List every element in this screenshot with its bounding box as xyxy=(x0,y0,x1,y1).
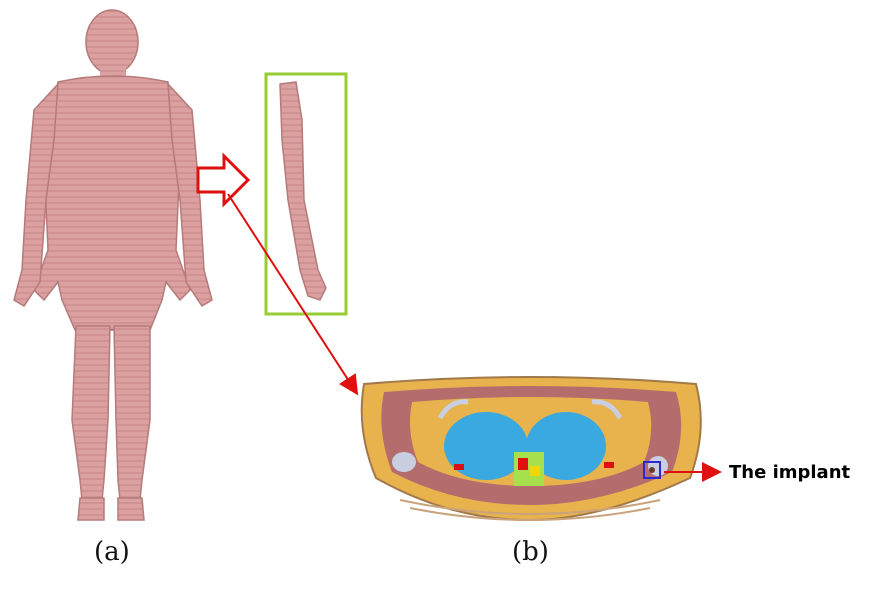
hollow-arrow-icon xyxy=(198,156,248,204)
implant-label: The implant xyxy=(729,462,850,483)
extracted-arm xyxy=(280,82,326,300)
cross-section xyxy=(362,377,701,520)
caption-a: (a) xyxy=(94,537,130,567)
caption-b: (b) xyxy=(512,537,549,567)
body-phantom xyxy=(14,10,212,520)
